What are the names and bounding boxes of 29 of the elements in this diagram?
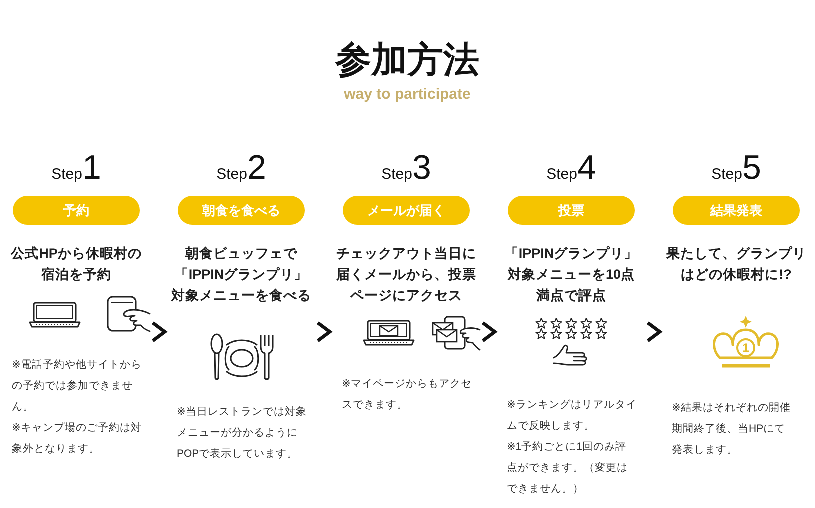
note-text: ※マイページからもアクセスできます。 <box>342 377 472 413</box>
step-heading: Step4 <box>546 151 596 189</box>
step-heading: Step1 <box>52 151 102 189</box>
step-heading: Step5 <box>712 151 762 189</box>
note-text: ※ランキングはリアルタイムで反映します。 <box>507 398 637 434</box>
step-description: チェックアウト当日に届くメールから、投票ページにアクセス <box>336 245 476 305</box>
rank-number: 1 <box>742 341 750 355</box>
chevron-arrow <box>482 322 498 342</box>
page-title: 参加方法 <box>336 38 480 82</box>
step-heading: Step3 <box>382 151 432 189</box>
step-name-tag: 結果発表 <box>673 196 800 225</box>
note-text: ※キャンプ場のご予約は対象外となります。 <box>12 421 142 457</box>
note-text: ※当日レストランでは対象メニューが分かるようにPOPで表示しています。 <box>177 405 307 462</box>
chevron-arrow <box>646 322 663 342</box>
chevron-arrow <box>316 322 333 342</box>
chevron-arrow <box>152 322 168 342</box>
step-heading: Step2 <box>216 151 266 189</box>
note-text: ※電話予約や他サイトからの予約では参加できません。 <box>12 358 142 415</box>
step-description: 「IPPINグランプリ」対象メニューを10点満点で評点 <box>504 245 638 305</box>
step-name-tag: 予約 <box>13 196 140 225</box>
note-text: ※結果はそれぞれの開催期間終了後、当HPにて発表します。 <box>672 401 792 458</box>
step-name-tag: メールが届く <box>343 196 470 225</box>
step-name-tag: 投票 <box>508 196 635 225</box>
step-name-tag: 朝食を食べる <box>178 196 305 225</box>
step-description: 果たして、グランプリはどの休暇村に!? <box>666 245 806 284</box>
step-description: 朝食ビュッフェで「IPPINグランプリ」対象メニューを食べる <box>172 245 312 305</box>
note-text: ※1予約ごとに1回のみ評点ができます。（変更はできません。） <box>507 440 629 497</box>
subtitle: way to participate <box>344 85 471 104</box>
step-description: 公式HPから休暇村の宿泊を予約 <box>10 245 143 284</box>
